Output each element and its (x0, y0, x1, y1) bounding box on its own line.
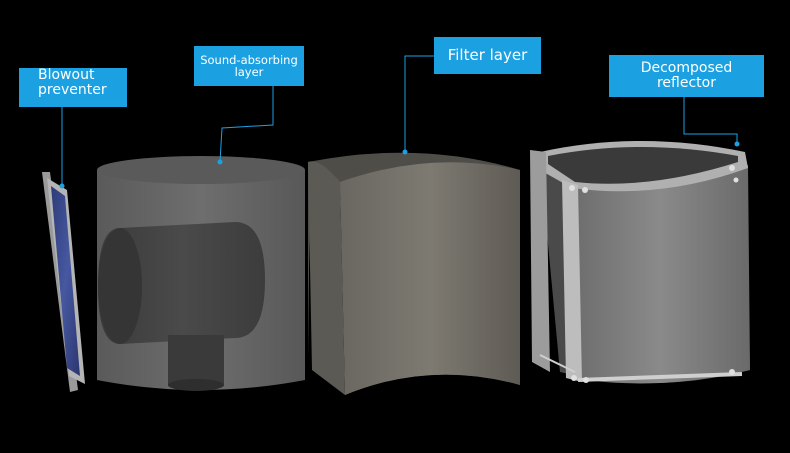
sound-absorbing-layer (97, 156, 305, 391)
label-blowout-line2: preventer (38, 81, 107, 98)
leader-filter (404, 55, 434, 152)
label-sound-line1: Sound-absorbing (200, 52, 298, 67)
decomposed-reflector (530, 141, 750, 384)
label-decomposed-reflector: Decomposed reflector (609, 55, 764, 97)
label-reflector-line1: Decomposed (640, 60, 733, 77)
label-filter-text: Filter layer (447, 45, 528, 64)
leader-reflector (683, 97, 738, 144)
label-blowout-preventer: Blowout preventer (19, 68, 127, 107)
label-sound-line2: layer (234, 65, 264, 79)
label-sound-absorbing-layer: Sound-absorbing layer (194, 46, 304, 86)
label-reflector-line2: reflector (656, 75, 716, 91)
leader-dots (59, 141, 740, 189)
label-blowout-line1: Blowout (38, 67, 95, 83)
leader-sound (219, 86, 274, 163)
leader-lines (61, 55, 738, 186)
blowout-preventer-panel (42, 172, 85, 392)
filter-layer (308, 152, 520, 395)
label-filter-layer: Filter layer (434, 37, 541, 74)
